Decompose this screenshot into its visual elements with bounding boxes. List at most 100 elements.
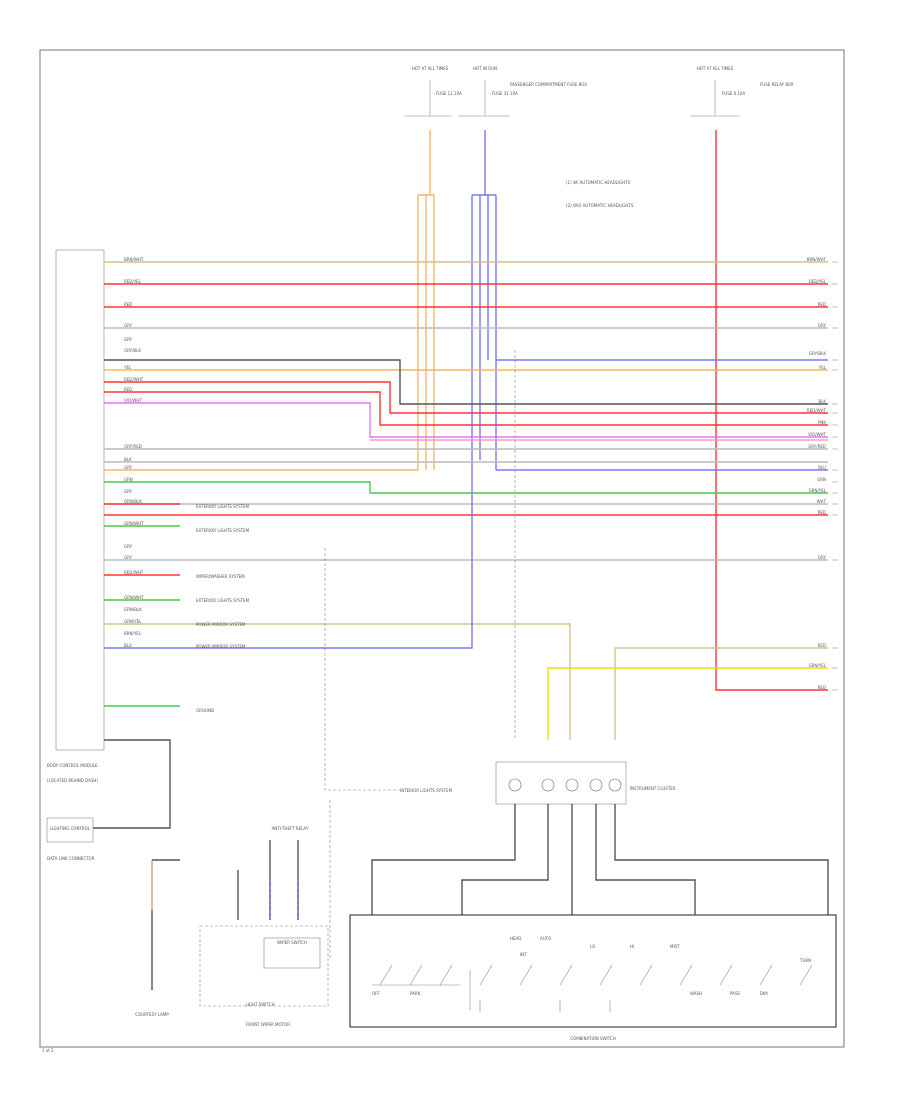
left-module-sub: (LOCATED BEHIND DASH)	[47, 778, 98, 783]
pin	[508, 778, 522, 792]
left-label: GRN/BLK	[124, 607, 142, 612]
wiper-dashed-outline	[199, 925, 329, 1007]
left-label: VIO/WHT	[124, 398, 142, 403]
wiper-switch-group: ANTI-THEFT RELAY WIPER SWITCH LIGHT SWIT…	[199, 826, 329, 1027]
top-fuse-group-1: HOT AT ALL TIMES FUSE 11 10A	[404, 66, 462, 117]
right-label: PNK	[818, 420, 826, 425]
right-edge-ticks	[832, 261, 838, 691]
right-label: RED	[818, 685, 826, 690]
left-label: GRY	[124, 337, 133, 342]
left-label: GRY	[124, 323, 133, 328]
wire-orange-supply	[410, 130, 435, 471]
right-label: WHT	[817, 499, 827, 504]
right-label: GRN/YEL	[809, 663, 827, 668]
system-note: POWER MIRROR SYSTEM	[196, 622, 246, 627]
left-label: RED	[124, 387, 132, 392]
left-label: GRY	[124, 489, 133, 494]
switch-feed-wires	[371, 804, 829, 915]
left-label: YEL	[123, 365, 132, 370]
left-label: RED/WHT	[124, 377, 144, 382]
right-label: RED	[818, 643, 826, 648]
left-label: GRN/WHT	[124, 521, 144, 526]
instrument-cluster-connector	[495, 761, 627, 805]
wiper-switch-module-label: WIPER SWITCH	[277, 940, 307, 945]
top-fuse-group-2: HOT IN RUN FUSE 31 10A PASSENGER COMPART…	[458, 66, 587, 117]
system-note: EXTERIOR LIGHTS SYSTEM	[196, 598, 250, 603]
switch-label: WASH	[690, 991, 702, 996]
pin	[589, 778, 603, 792]
dashed-connector-1	[324, 548, 400, 791]
right-label: GRN/YEL	[809, 488, 827, 493]
system-note: POWER MIRROR SYSTEM	[196, 644, 246, 649]
right-label: BLU	[818, 465, 826, 470]
fuse-2-ref: FUSE 31 10A	[492, 91, 518, 96]
switch-label: LO	[590, 944, 595, 949]
data-link-label: DATA LINK CONNECTOR	[47, 856, 95, 861]
left-label: GRY	[124, 465, 133, 470]
switch-label: HI	[630, 944, 634, 949]
pin	[541, 778, 555, 792]
fuse-1-ref: FUSE 11 10A	[436, 91, 462, 96]
ant-relay-label: ANTI-THEFT RELAY	[272, 826, 309, 831]
left-module-box	[55, 249, 105, 751]
lighting-control-box	[46, 817, 94, 843]
switch-label: HEAD	[510, 936, 521, 941]
right-label: BRN/WHT	[807, 257, 827, 262]
left-label: GRY/BLK	[124, 348, 141, 353]
left-label: GRY	[124, 555, 133, 560]
pin	[608, 778, 622, 792]
system-note: EXTERIOR LIGHTS SYSTEM	[196, 504, 250, 509]
system-notes: EXTERIOR LIGHTS SYSTEM EXTERIOR LIGHTS S…	[196, 504, 250, 713]
fuse-3-title: HOT AT ALL TIMES	[697, 66, 734, 71]
switch-contacts: OFF PARK HEAD AUTO INT LO HI MIST WASH P…	[372, 936, 813, 1012]
switch-label: MIST	[670, 944, 680, 949]
note-2: (2) W/O AUTOMATIC HEADLIGHTS	[566, 203, 634, 208]
right-label: RED	[818, 302, 826, 307]
switch-label: OFF	[372, 991, 380, 996]
left-label: GRY/RED	[124, 444, 142, 449]
left-label: RED/YEL	[124, 279, 142, 284]
left-label: RED/WHT	[124, 570, 144, 575]
fuse-3-ref: FUSE 6 10A	[722, 91, 745, 96]
right-wire-labels: BRN/WHT RED/YEL RED GRY GRY/BLK YEL BLK …	[807, 257, 827, 690]
right-label: RED	[818, 510, 826, 515]
interior-lights-label: INTERIOR LIGHTS SYSTEM	[400, 788, 453, 793]
right-label: RED/WHT	[807, 408, 827, 413]
left-label: ORN/BLK	[124, 499, 142, 504]
left-label: GRN	[124, 477, 133, 482]
right-label: GRY/BLK	[809, 351, 826, 356]
right-label: YEL	[818, 365, 827, 370]
switch-label: PARK	[410, 991, 421, 996]
left-label: GRY	[124, 544, 133, 549]
fuse-3-side: FUSE RELAY BOX	[760, 82, 794, 87]
switch-label: INT	[520, 952, 527, 957]
switch-label: DIM	[760, 991, 768, 996]
left-label: GRN/YEL	[124, 619, 142, 624]
right-label: GRN	[817, 477, 826, 482]
system-note: EXTERIOR LIGHTS SYSTEM	[196, 528, 250, 533]
right-label: GRY	[818, 555, 827, 560]
pin	[565, 778, 579, 792]
wire-red-supply	[715, 130, 828, 691]
left-label: GRN/WHT	[124, 595, 144, 600]
footer-code: 1 of 2	[42, 1048, 54, 1053]
note-1: (1) W/ AUTOMATIC HEADLIGHTS	[566, 180, 631, 185]
diagram-frame	[39, 49, 845, 1048]
right-label: RED/YEL	[809, 279, 827, 284]
fuse-2-title: HOT IN RUN	[473, 66, 497, 71]
left-label: RED	[124, 302, 132, 307]
wire-blue-supply	[471, 130, 497, 470]
courtesy-lamp-label: COURTESY LAMP	[135, 1012, 169, 1017]
left-wire-labels: BRN/WHT RED/YEL RED GRY GRY GRY/BLK YEL …	[123, 257, 144, 648]
switch-label: TURN	[799, 958, 811, 963]
right-label: BLK	[818, 399, 826, 404]
fuse-1-title: HOT AT ALL TIMES	[412, 66, 449, 71]
lighting-control-label: LIGHTING CONTROL	[50, 826, 91, 831]
wiper-switch-box	[263, 937, 321, 969]
system-note: WIPER/WASHER SYSTEM	[196, 574, 245, 579]
instrument-cluster-label: INSTRUMENT CLUSTER	[630, 786, 676, 791]
top-fuse-group-3: HOT AT ALL TIMES FUSE 6 10A FUSE RELAY B…	[690, 66, 794, 117]
left-label: BLU	[124, 643, 132, 648]
